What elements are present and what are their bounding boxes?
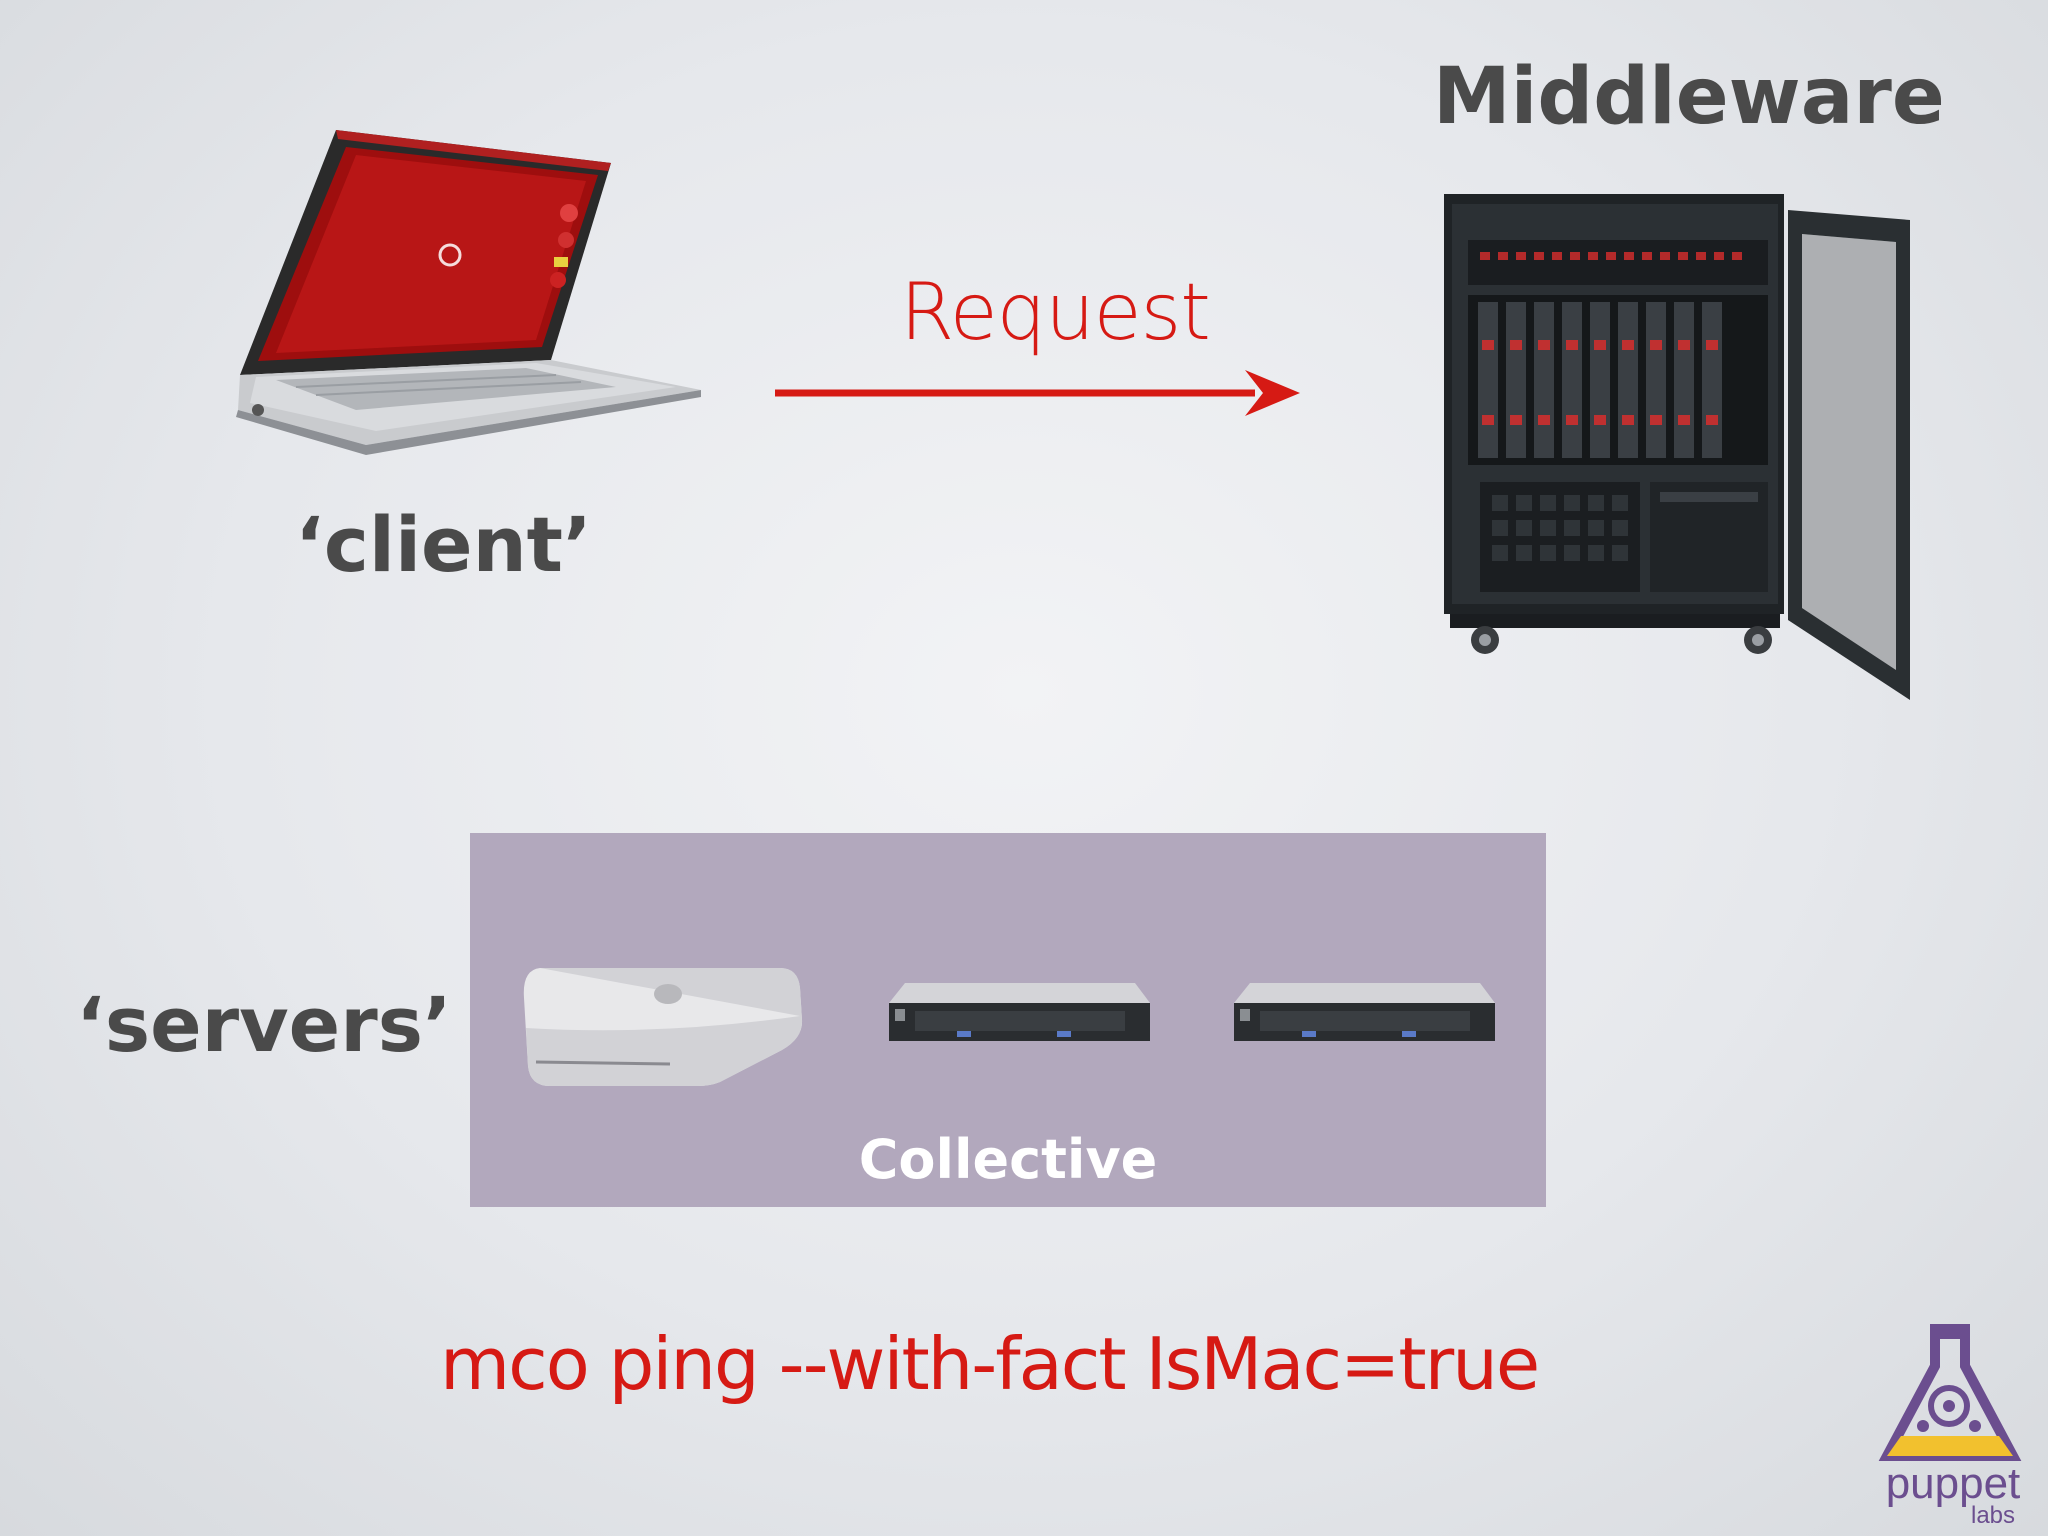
logo-sub: labs: [1971, 1502, 2015, 1528]
client-label: ‘client’: [295, 500, 592, 589]
mac-mini-icon: [520, 958, 810, 1088]
collective-label: Collective: [858, 1128, 1158, 1191]
server-rack-icon: [1440, 190, 1920, 710]
middleware-title: Middleware: [1433, 52, 1945, 142]
request-label: Request: [900, 268, 1211, 358]
servers-label: ‘servers’: [76, 980, 452, 1069]
laptop-icon: [236, 125, 706, 455]
logo-word: puppet: [1886, 1459, 2021, 1508]
rack-server-icon: [1230, 973, 1500, 1053]
rack-server-icon: [885, 973, 1155, 1053]
command-text: mco ping --with-fact IsMac=true: [440, 1322, 1540, 1406]
request-arrow: [775, 368, 1305, 418]
collective-group: Collective: [470, 833, 1546, 1207]
puppet-labs-flask-logo: puppet labs: [1875, 1318, 2035, 1528]
